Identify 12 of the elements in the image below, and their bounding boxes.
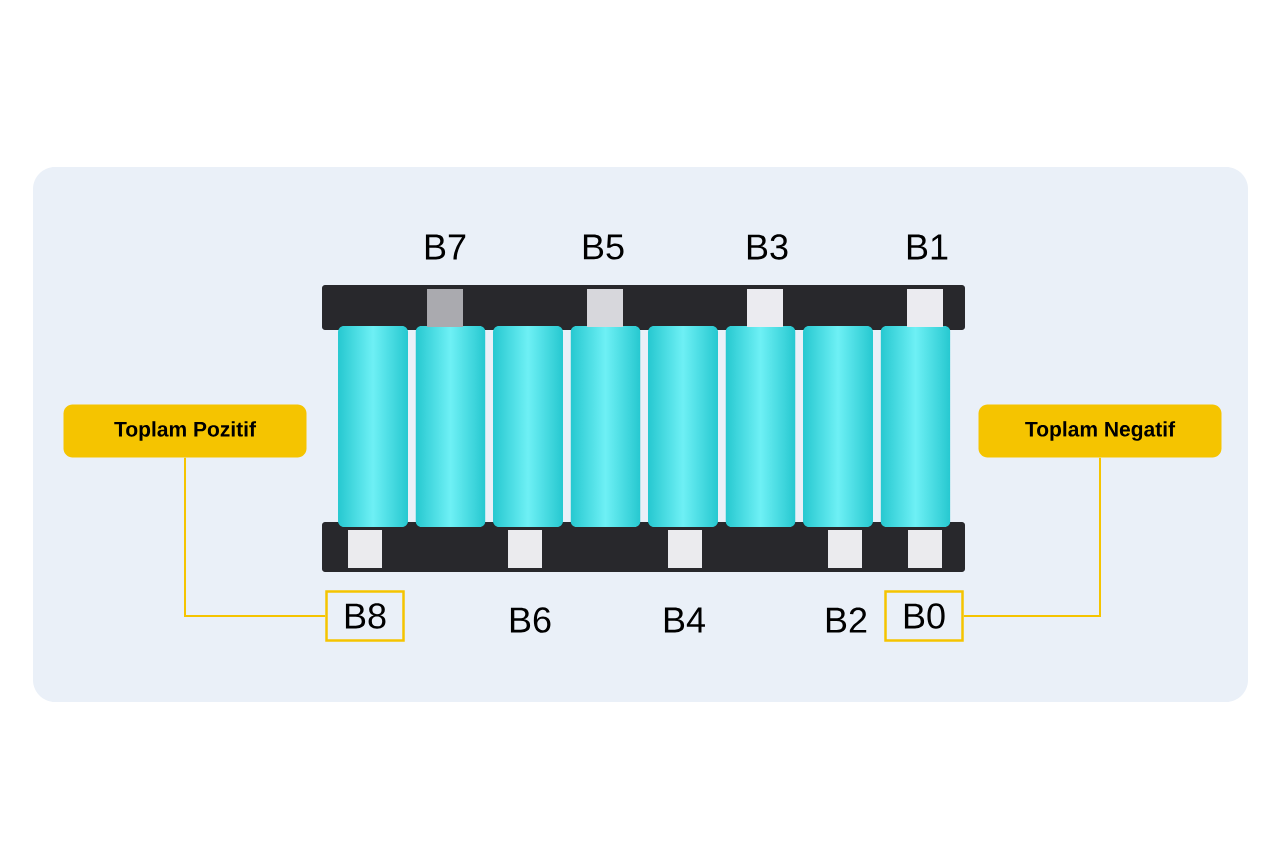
callout-box: Toplam Pozitif bbox=[63, 404, 307, 458]
terminal-label: B7 bbox=[425, 234, 466, 260]
terminal-label: B5 bbox=[583, 234, 624, 260]
terminal-label: B1 bbox=[907, 234, 948, 260]
terminal-label: B0 bbox=[884, 590, 964, 642]
callout-box: Toplam Negatif bbox=[978, 404, 1222, 458]
leader-line bbox=[962, 456, 1101, 617]
leader-line bbox=[184, 456, 327, 617]
terminal-label: B4 bbox=[664, 607, 705, 633]
terminal-label: B6 bbox=[510, 607, 551, 633]
terminal-label: B8 bbox=[325, 590, 405, 642]
terminal-label: B3 bbox=[747, 234, 788, 260]
